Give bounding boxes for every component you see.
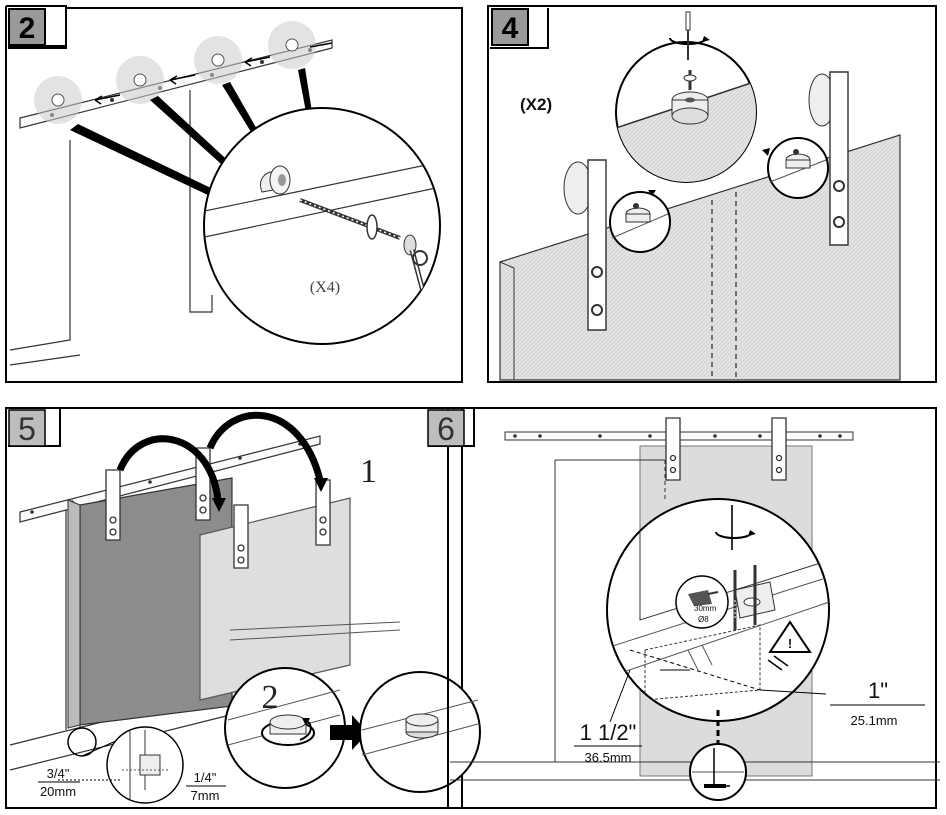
anti-jump-callout-left [609, 191, 671, 253]
quantity-label-x4: (X4) [310, 279, 340, 296]
strap-hangers [665, 417, 787, 481]
dim-offset-imperial: 1/4" [194, 770, 217, 785]
warning-icon: ! [767, 620, 812, 671]
strap-hanger-left [563, 159, 607, 331]
next-arrow-icon [330, 715, 368, 750]
callout-pointers [70, 68, 312, 196]
detail-callout-anti-jump [615, 41, 757, 183]
step-number-5: 5 [18, 411, 36, 447]
dim-offset-metric: 7mm [191, 788, 220, 803]
step-number-2: 2 [19, 12, 36, 45]
detail-callout-guide-before [224, 667, 346, 789]
anti-jump-callout-right [767, 137, 829, 199]
screwdriver-icon [669, 11, 710, 60]
wall-spacers [34, 21, 316, 124]
detail-callout-door-bottom [689, 743, 747, 801]
svg-text:!: ! [788, 636, 792, 651]
drill-bit-label: Ø8 [698, 615, 709, 624]
panel-6: 6 [426, 407, 940, 809]
door-frame [189, 90, 213, 313]
panel-4: 4 (X2) [487, 5, 937, 383]
detail-callout-guide-after [359, 671, 481, 793]
dim-door-offset-imperial: 1" [868, 678, 888, 703]
dim-gap-metric: 20mm [40, 784, 76, 799]
step-badge-2 [8, 8, 46, 46]
step-badge-6 [427, 409, 465, 447]
step-badge-5 [8, 409, 46, 447]
detail-callout-gap [106, 726, 184, 804]
dim-door-offset-metric: 25.1mm [851, 713, 898, 728]
direction-arrows [94, 42, 333, 105]
hang-arrows [116, 411, 324, 501]
drill-inset: 30mm Ø8 [675, 575, 729, 629]
panel-5: 5 [5, 407, 481, 809]
quantity-label-x2: (X2) [520, 95, 552, 114]
track-rail [19, 435, 321, 523]
dim-gap-imperial: 3/4" [47, 766, 70, 781]
dim-wall-offset-imperial: 1 1/2" [580, 720, 637, 745]
dim-wall-offset-metric: 36.5mm [585, 750, 632, 765]
step-badge-4 [491, 8, 529, 46]
panel-2: 2 [5, 5, 463, 383]
sub-step-1: 1 [360, 453, 377, 490]
step-number-6: 6 [437, 411, 455, 447]
sub-step-2: 2 [262, 679, 279, 716]
drill-depth-label: 30mm [694, 604, 717, 613]
strap-hanger-right [808, 71, 849, 246]
step-number-4: 4 [502, 12, 519, 45]
detail-callout-bolt [203, 107, 441, 345]
wall-lines [9, 140, 81, 366]
